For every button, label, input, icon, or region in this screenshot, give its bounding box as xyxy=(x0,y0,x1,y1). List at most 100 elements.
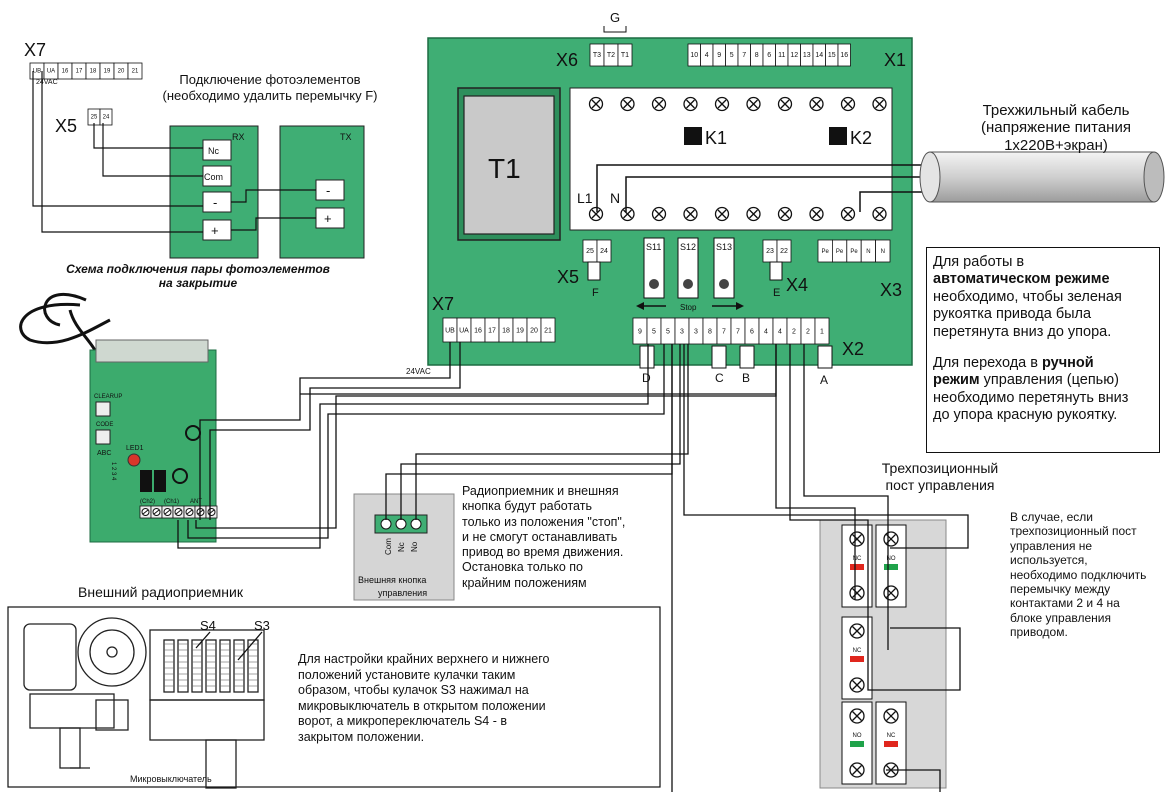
connector-x1-label: X1 xyxy=(884,50,906,70)
x2-terminal-label: 4 xyxy=(764,329,768,336)
x2-terminal-label: 4 xyxy=(778,329,782,336)
screw-icon xyxy=(161,505,174,519)
connector-x3-label: X3 xyxy=(880,280,902,300)
rx-nc-label: Nc xyxy=(208,146,219,156)
x1-terminal: 10 xyxy=(687,43,701,67)
code-button[interactable] xyxy=(95,429,111,445)
three-pos-note: В случае, если трехпозиционный пост упра… xyxy=(1010,510,1170,640)
x3-terminal-label: Pe xyxy=(836,249,844,255)
x7-top-terminal: 20 xyxy=(113,62,129,80)
x1-terminal: 11 xyxy=(775,43,789,67)
x2-terminal-label: 3 xyxy=(680,329,684,336)
photocell-caption-line-1: Схема подключения пары фотоэлементов xyxy=(66,262,330,276)
three-pos-note-4: используется, xyxy=(1010,553,1088,568)
tx-minus-label: - xyxy=(326,183,330,198)
screw-icon xyxy=(840,96,856,112)
screw-icon xyxy=(872,206,887,222)
limit-note-2: положений установите кулачки таким xyxy=(298,667,516,682)
x7-terminal-label: UA xyxy=(459,327,469,334)
rx-plus-label: + xyxy=(211,223,219,238)
connector-x2-label: X2 xyxy=(842,339,864,359)
jumper-f-label: F xyxy=(592,287,599,299)
three-pos-note-7: контактами 2 и 4 на xyxy=(1010,596,1120,611)
connector-x7-label: X7 xyxy=(432,294,454,314)
screw-icon xyxy=(714,206,730,222)
x1-terminal-label: 13 xyxy=(803,52,811,59)
jumper-d-label: D xyxy=(642,371,651,385)
x7-top-terminal-label: 16 xyxy=(62,69,69,75)
radio-note-line-7: крайним положениям xyxy=(462,575,587,590)
label-l1: L1 xyxy=(577,190,593,206)
manual-line-1b: ручной xyxy=(1042,354,1094,371)
photocell-caption: Схема подключения пары фотоэлементов на … xyxy=(28,262,368,291)
cable-note-line-2: (напряжение питания xyxy=(981,119,1131,137)
manual-line-2a: режим xyxy=(933,372,980,389)
x2-terminal: 6 xyxy=(744,317,760,345)
x7-terminal-label: 18 xyxy=(502,327,510,334)
relay-k2 xyxy=(829,127,847,145)
x7-terminal: 21 xyxy=(540,317,556,343)
x7-top-label: X7 xyxy=(24,40,46,60)
station-contact-label: NC xyxy=(853,556,862,562)
x2-terminal: 7 xyxy=(716,317,732,345)
switch-s12[interactable]: S12 xyxy=(677,237,699,299)
clearup-button[interactable] xyxy=(95,401,111,417)
x3-terminal-label: Pe xyxy=(850,249,858,255)
gear-drive-drawing xyxy=(23,617,265,789)
connector-x6-label: X6 xyxy=(556,50,578,70)
btn-no-label: No xyxy=(410,541,419,552)
photocell-title-line-1: Подключение фотоэлементов xyxy=(179,72,361,87)
x1-terminal-label: 14 xyxy=(815,52,823,59)
limit-panel xyxy=(7,606,661,788)
screw-icon xyxy=(651,96,667,112)
x6-terminal: T2 xyxy=(603,43,619,67)
label-n: N xyxy=(610,190,620,206)
x1-terminal: 15 xyxy=(825,43,839,67)
btn-nc-label: Nc xyxy=(397,542,406,552)
x7-top-terminal-label: 18 xyxy=(90,69,97,75)
x2-terminal: 3 xyxy=(688,317,704,345)
rx-label: RX xyxy=(232,132,245,142)
x1-terminal: 6 xyxy=(762,43,776,67)
screw-icon xyxy=(809,96,824,112)
switch-s11-label: S11 xyxy=(646,242,661,252)
manual-line-2: режим управления (цепью) xyxy=(933,372,1153,389)
x5-terminal: 25 xyxy=(582,239,598,263)
x7-terminal-label: UB xyxy=(445,327,455,334)
station-contact-label: NO xyxy=(853,733,862,739)
x2-terminal: 2 xyxy=(786,317,802,345)
x2-terminal-label: 2 xyxy=(792,329,796,336)
x7-top-terminal-label: 17 xyxy=(76,69,83,75)
ext-button-label-2: управления xyxy=(378,588,427,598)
auto-line-3: необходимо, чтобы зеленая xyxy=(933,288,1122,305)
jumper-b-label: B xyxy=(742,371,750,385)
vac-main-label: 24VAC xyxy=(406,367,431,376)
three-pos-title-2: пост управления xyxy=(885,476,995,493)
transformer-t1 xyxy=(463,95,555,235)
switch-s13[interactable]: S13 xyxy=(713,237,735,299)
limit-note-4: микровыключатель в открытом положении xyxy=(298,698,546,713)
x2-terminal: 5 xyxy=(646,317,662,345)
limit-note-6: закрытом положении. xyxy=(298,729,425,744)
x1-terminal: 5 xyxy=(725,43,739,67)
connector-x5-label: X5 xyxy=(557,267,579,287)
x2-terminal-label: 9 xyxy=(638,329,642,336)
station-contact-label: NO xyxy=(887,556,896,562)
jumper-e-label: E xyxy=(773,287,780,299)
x7-terminal: 20 xyxy=(526,317,542,343)
x6-terminal-label: T1 xyxy=(621,52,629,59)
screw-icon xyxy=(651,206,667,222)
screw-icon xyxy=(139,505,152,519)
station-contact-block: NO xyxy=(841,701,873,785)
photocell-title-line-2: (необходимо удалить перемычку F) xyxy=(162,87,378,103)
x1-terminal-label: 7 xyxy=(742,52,746,59)
x1-terminal: 13 xyxy=(800,43,814,67)
switch-s11[interactable]: S11 xyxy=(643,237,665,299)
x1-terminal-label: 4 xyxy=(705,52,709,59)
x7-top-terminal: 21 xyxy=(127,62,143,80)
relay-k1 xyxy=(684,127,702,145)
auto-line-2: автоматическом режиме xyxy=(933,271,1110,288)
screw-icon xyxy=(588,206,604,222)
